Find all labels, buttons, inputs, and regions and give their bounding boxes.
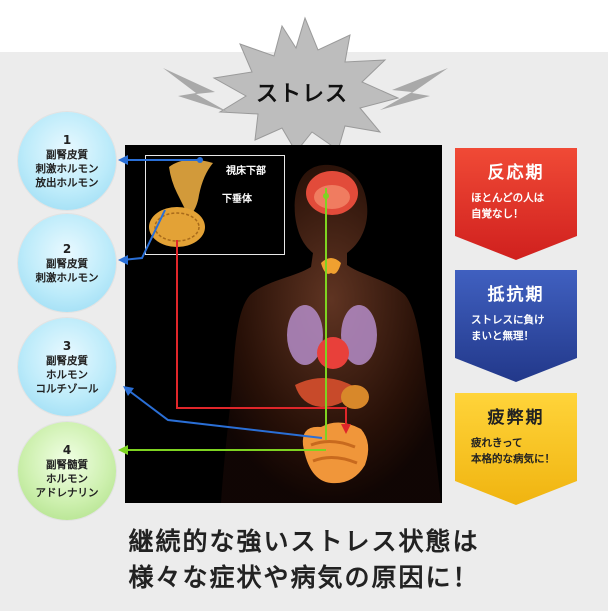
phase-title: 抵抗期	[487, 285, 545, 305]
hormone-circle-3: 3 副腎皮質 ホルモン コルチゾール	[18, 318, 116, 416]
phase-description: ほとんどの人は 自覚なし！	[471, 190, 571, 222]
arrow-3-head-icon	[123, 386, 134, 396]
phase-title: 疲弊期	[487, 408, 545, 428]
hormone-number: 2	[62, 241, 72, 256]
phase-line: ほとんどの人は	[471, 192, 545, 204]
hormone-number: 3	[62, 338, 72, 353]
hormone-line: ホルモン	[46, 472, 88, 485]
caption-line-2: 様々な症状や病気の原因に！	[128, 563, 480, 592]
phase-line: 疲れきって	[471, 437, 523, 449]
phase-resistance: 抵抗期 ストレスに負け まいと無理！	[455, 270, 577, 382]
phase-line: 自覚なし！	[471, 208, 524, 220]
phase-line: ストレスに負け	[471, 314, 545, 326]
body-svg	[149, 159, 441, 503]
stomach-icon	[341, 385, 369, 409]
hormone-circle-4: 4 副腎髄質 ホルモン アドレナリン	[18, 422, 116, 520]
hormone-line: アドレナリン	[35, 486, 99, 499]
hormone-line: 刺激ホルモン	[35, 162, 99, 175]
lung-right-icon	[341, 305, 377, 365]
hormone-line: 副腎皮質	[46, 354, 88, 367]
body-silhouette	[221, 164, 441, 503]
phase-description: ストレスに負け まいと無理！	[471, 312, 571, 344]
phase-line: 本格的な病気に！	[471, 453, 555, 465]
caption-line-1: 継続的な強いストレス状態は	[128, 527, 480, 556]
hormone-line: 副腎皮質	[46, 257, 88, 270]
body-illustration	[125, 145, 442, 503]
arrow-4-head-icon	[118, 445, 128, 455]
lung-left-icon	[287, 305, 323, 365]
hypothalamus-icon	[169, 159, 213, 217]
arrow-3	[127, 389, 323, 439]
stress-burst	[163, 16, 448, 150]
phase-description: 疲れきって 本格的な病気に！	[471, 435, 571, 467]
red-path	[176, 240, 347, 428]
hormone-number: 1	[62, 132, 72, 147]
bottom-caption: 継続的な強いストレス状態は 様々な症状や病気の原因に！	[0, 524, 608, 596]
red-arrow-head-icon	[341, 424, 351, 434]
pituitary-label: 下垂体	[222, 194, 252, 205]
hormone-line: ホルモン	[46, 368, 88, 381]
hormone-line: コルチゾール	[35, 382, 99, 395]
hormone-circle-1: 1 副腎皮質 刺激ホルモン 放出ホルモン	[18, 112, 116, 210]
stress-label: ストレス	[255, 82, 348, 107]
arrow-1-head-icon	[118, 155, 128, 165]
hormone-number: 4	[62, 442, 72, 457]
hormone-line: 副腎皮質	[46, 148, 88, 161]
phase-exhaustion: 疲弊期 疲れきって 本格的な病気に！	[455, 393, 577, 505]
hypothalamus-label: 視床下部	[226, 166, 266, 177]
arrow-2	[121, 209, 166, 261]
lightning-right-icon	[380, 68, 448, 110]
phase-arrow-yellow-icon	[455, 393, 577, 505]
hormone-line: 副腎髄質	[46, 458, 88, 471]
arrow-2-head-icon	[118, 255, 128, 265]
phase-title: 反応期	[487, 163, 545, 183]
hormone-line: 放出ホルモン	[35, 176, 99, 189]
phase-reaction: 反応期 ほとんどの人は 自覚なし！	[455, 148, 577, 260]
phase-arrow-blue-icon	[455, 270, 577, 382]
pituitary-inset-box	[145, 155, 285, 255]
lightning-left-icon	[163, 68, 228, 112]
phase-line: まいと無理！	[471, 330, 534, 342]
phase-arrow-red-icon	[455, 148, 577, 260]
hormone-circle-2: 2 副腎皮質 刺激ホルモン	[18, 214, 116, 312]
hormone-line: 刺激ホルモン	[35, 271, 99, 284]
